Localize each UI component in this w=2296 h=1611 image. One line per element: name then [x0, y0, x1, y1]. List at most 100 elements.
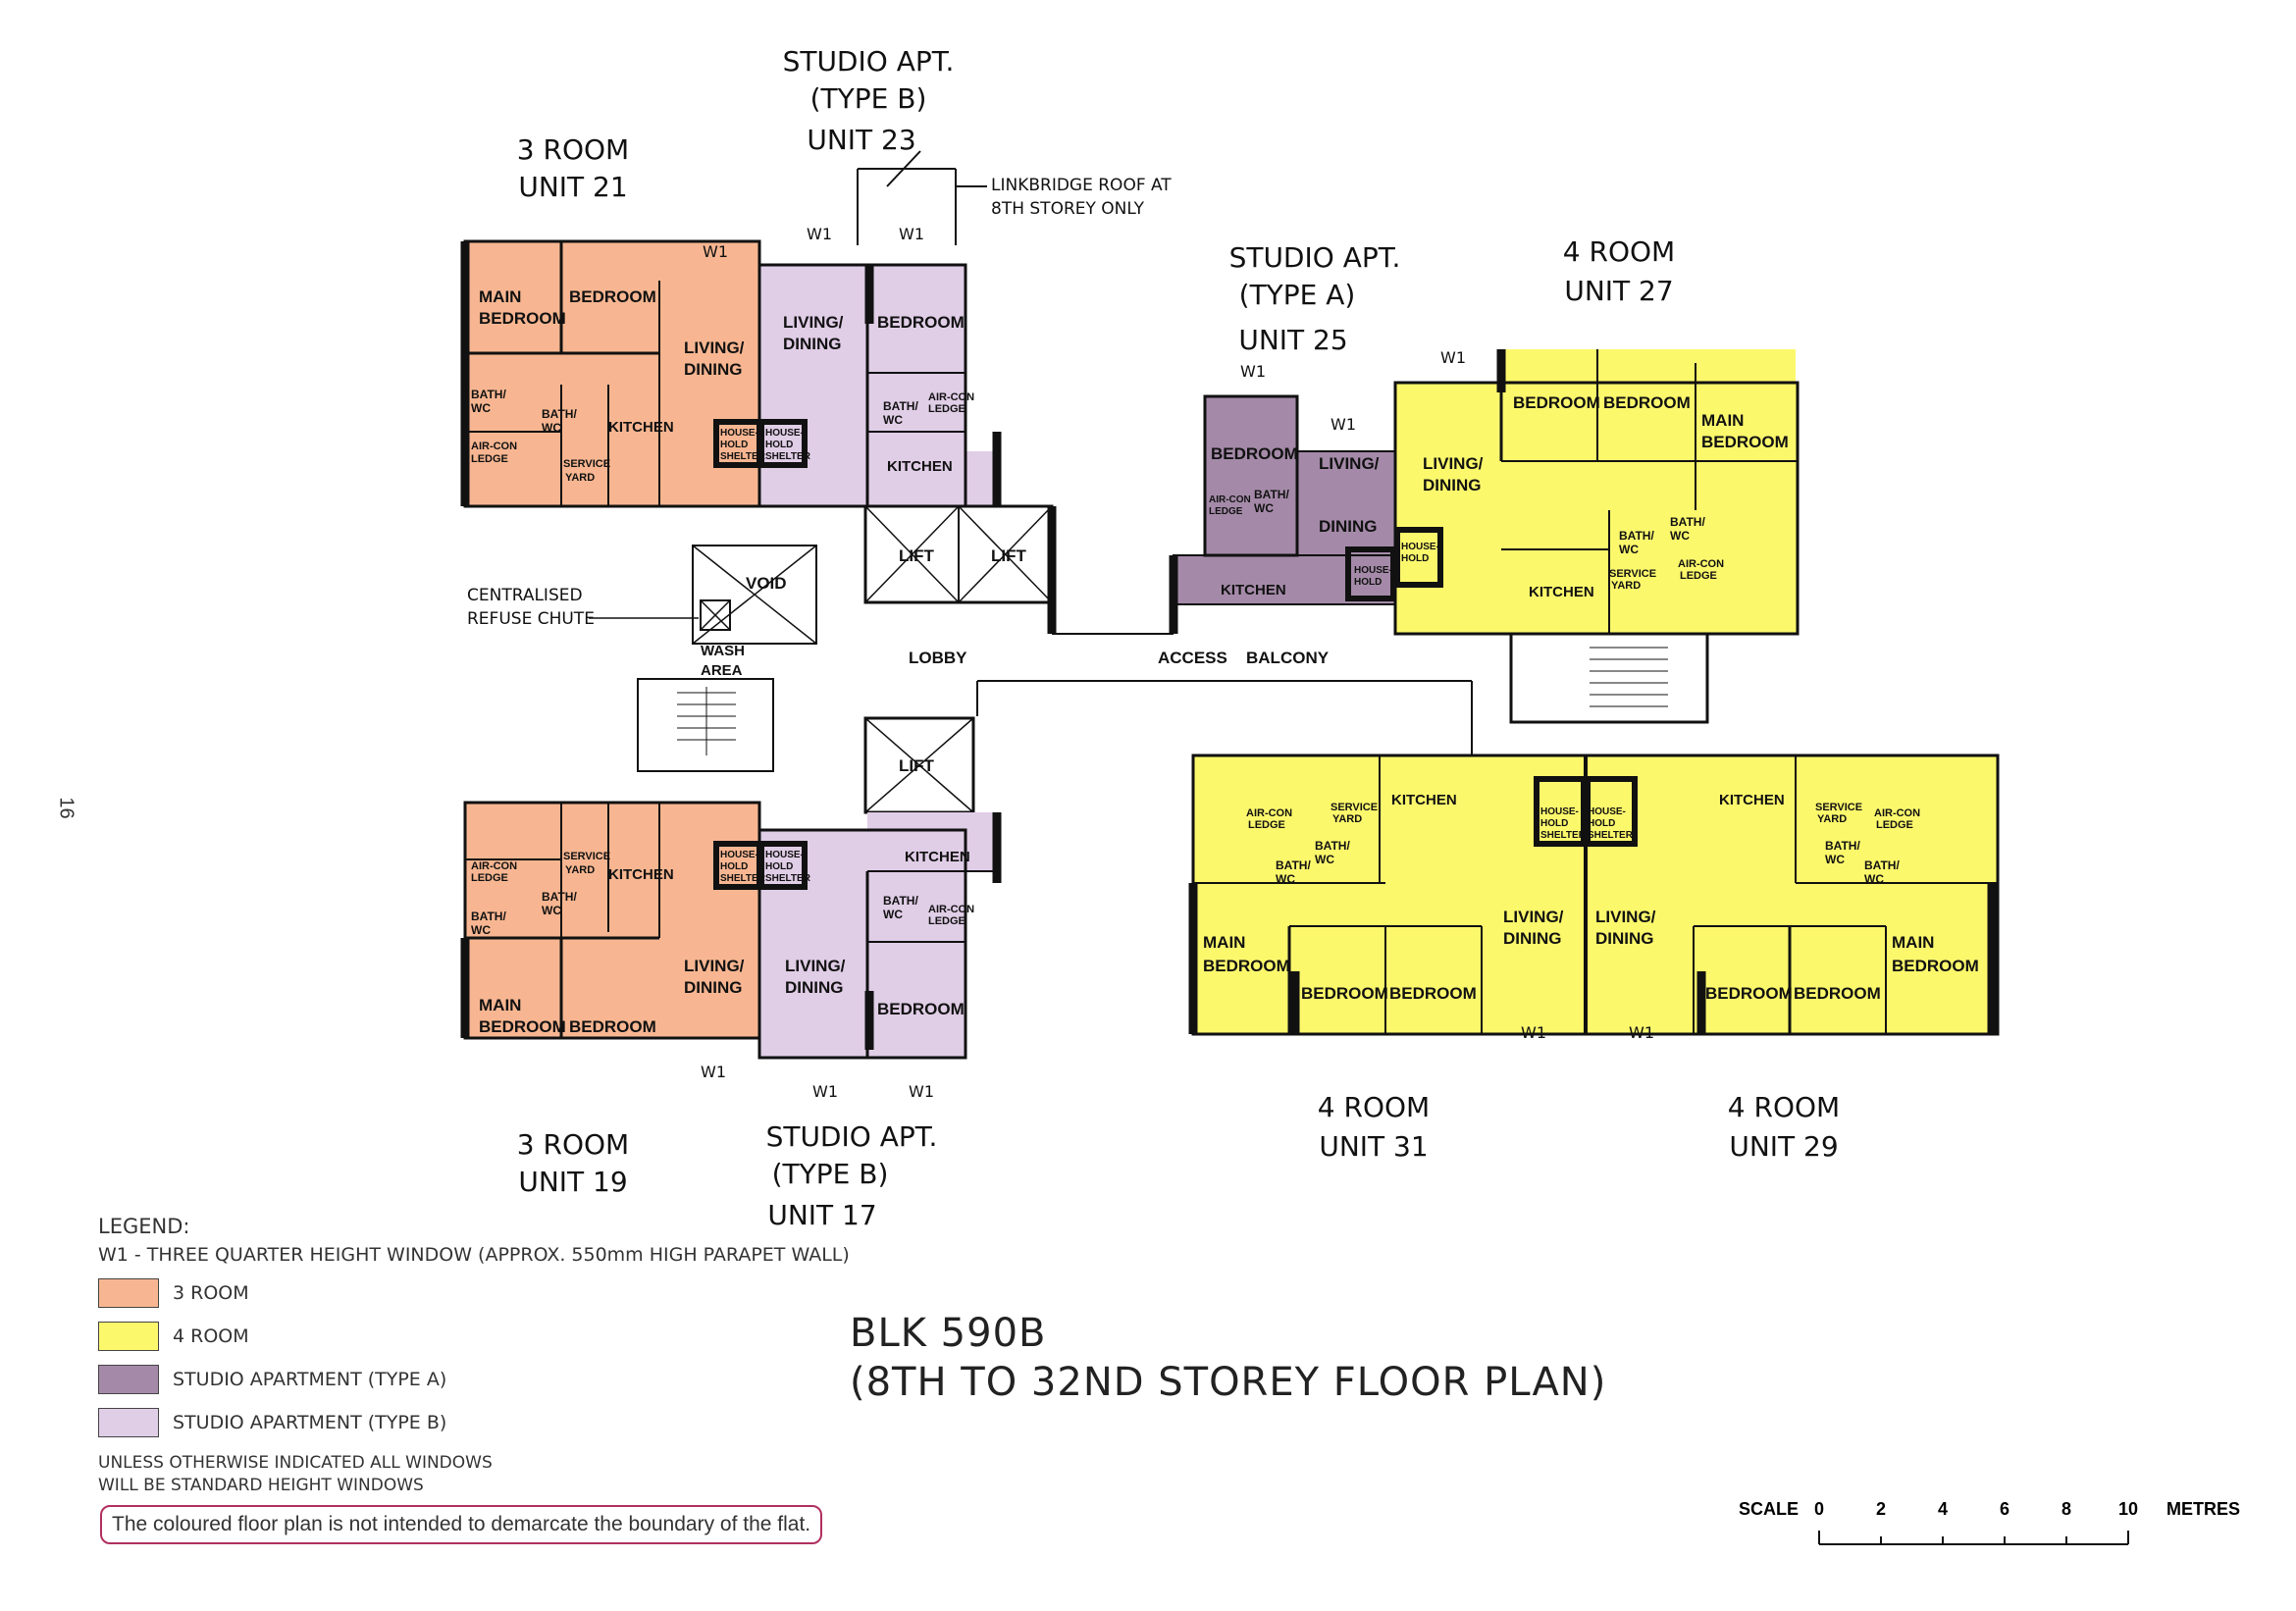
- unit-21-heading: 3 ROOM UNIT 21: [517, 133, 629, 203]
- plan-title: BLK 590B (8TH TO 32ND STOREY FLOOR PLAN): [850, 1309, 1606, 1407]
- svg-text:LIVING/: LIVING/: [1503, 908, 1564, 926]
- svg-text:STUDIO APT.: STUDIO APT.: [766, 1120, 938, 1153]
- unit-19-room-labels: MAIN BEDROOM BEDROOM LIVING/ DINING AIR-…: [471, 850, 766, 1081]
- svg-text:LEDGE: LEDGE: [471, 453, 508, 465]
- svg-text:UNIT 17: UNIT 17: [767, 1199, 876, 1231]
- svg-text:LEDGE: LEDGE: [1209, 506, 1243, 517]
- svg-text:BEDROOM: BEDROOM: [1705, 984, 1793, 1003]
- unit-25-room-labels: BEDROOM LIVING/ DINING BATH/ WC AIR-CON …: [1209, 362, 1392, 598]
- legend: LEGEND: W1 - THREE QUARTER HEIGHT WINDOW…: [98, 1215, 850, 1497]
- svg-text:KITCHEN: KITCHEN: [1391, 792, 1457, 808]
- disclaimer: The coloured floor plan is not intended …: [100, 1505, 823, 1544]
- svg-text:AIR-CON: AIR-CON: [471, 860, 517, 872]
- svg-text:HOLD: HOLD: [765, 861, 793, 872]
- svg-text:HOLD: HOLD: [1354, 577, 1382, 588]
- unit-17-room-labels: LIVING/ DINING BEDROOM KITCHEN BATH/ WC …: [765, 849, 974, 1101]
- svg-text:WC: WC: [1276, 872, 1295, 886]
- svg-text:W1: W1: [909, 1082, 934, 1101]
- svg-text:KITCHEN: KITCHEN: [1529, 584, 1594, 600]
- svg-text:HOLD: HOLD: [1540, 818, 1568, 829]
- unit-31-heading: 4 ROOM UNIT 31: [1318, 1091, 1430, 1163]
- scale-tick-10: 10: [2118, 1499, 2138, 1519]
- scale-tick-2: 2: [1876, 1499, 1886, 1519]
- svg-text:W1: W1: [1440, 348, 1466, 367]
- svg-text:BEDROOM: BEDROOM: [877, 313, 965, 332]
- scale-tick-8: 8: [2061, 1499, 2071, 1519]
- svg-text:4 ROOM: 4 ROOM: [1563, 235, 1675, 268]
- svg-text:AIR-CON: AIR-CON: [928, 904, 974, 915]
- svg-text:WC: WC: [1619, 543, 1639, 556]
- svg-text:KITCHEN: KITCHEN: [1221, 582, 1286, 598]
- svg-text:BEDROOM: BEDROOM: [1513, 393, 1600, 412]
- svg-text:WC: WC: [1825, 853, 1845, 866]
- svg-text:YARD: YARD: [565, 472, 595, 484]
- unit-23-heading: STUDIO APT. (TYPE B) UNIT 23: [783, 45, 955, 156]
- svg-text:BEDROOM: BEDROOM: [877, 1000, 965, 1018]
- svg-text:W1: W1: [807, 225, 832, 243]
- svg-text:LIVING/: LIVING/: [684, 957, 745, 975]
- svg-text:STUDIO APT.: STUDIO APT.: [1229, 241, 1401, 274]
- svg-text:LEDGE: LEDGE: [928, 403, 965, 415]
- svg-text:WC: WC: [883, 413, 903, 427]
- svg-text:UNIT 19: UNIT 19: [518, 1166, 627, 1198]
- svg-text:DINING: DINING: [1503, 929, 1562, 948]
- svg-text:BEDROOM: BEDROOM: [479, 309, 566, 328]
- svg-text:BATH/: BATH/: [1276, 858, 1311, 872]
- svg-text:W1: W1: [812, 1082, 838, 1101]
- svg-text:BEDROOM: BEDROOM: [1603, 393, 1691, 412]
- svg-text:BATH/: BATH/: [471, 388, 506, 401]
- svg-text:KITCHEN: KITCHEN: [608, 866, 674, 883]
- svg-text:BATH/: BATH/: [1864, 858, 1900, 872]
- svg-text:BATH/: BATH/: [883, 894, 918, 908]
- legend-swatch-studio-a: [98, 1365, 159, 1394]
- svg-text:HOUSE-: HOUSE-: [1401, 542, 1439, 552]
- svg-text:SERVICE: SERVICE: [1609, 568, 1656, 580]
- plan-title-line-2: (8TH TO 32ND STOREY FLOOR PLAN): [850, 1360, 1607, 1405]
- svg-text:SHELTER: SHELTER: [765, 451, 811, 462]
- svg-text:LEDGE: LEDGE: [1876, 819, 1913, 831]
- unit-21-room-labels: MAIN BEDROOM BEDROOM LIVING/ DINING BATH…: [471, 242, 766, 484]
- svg-text:SERVICE: SERVICE: [1815, 802, 1862, 813]
- svg-text:SERVICE: SERVICE: [563, 458, 610, 470]
- legend-label-4-room: 4 ROOM: [173, 1325, 249, 1347]
- svg-text:SERVICE: SERVICE: [1331, 802, 1378, 813]
- legend-note-line-1: UNLESS OTHERWISE INDICATED ALL WINDOWS: [98, 1453, 493, 1473]
- svg-text:UNIT 21: UNIT 21: [518, 171, 627, 203]
- legend-window-note: UNLESS OTHERWISE INDICATED ALL WINDOWS W…: [98, 1452, 850, 1497]
- svg-text:BALCONY: BALCONY: [1246, 649, 1330, 667]
- svg-text:WC: WC: [542, 904, 561, 917]
- svg-text:SHELTER: SHELTER: [765, 873, 811, 884]
- svg-text:CENTRALISED: CENTRALISED: [467, 586, 583, 605]
- unit-25-heading: STUDIO APT. (TYPE A) UNIT 25: [1229, 241, 1401, 356]
- svg-text:HOUSE-: HOUSE-: [720, 428, 758, 439]
- svg-text:BEDROOM: BEDROOM: [1203, 957, 1290, 975]
- svg-text:MAIN: MAIN: [1701, 411, 1744, 430]
- svg-text:WC: WC: [1254, 501, 1274, 515]
- svg-text:LINKBRIDGE ROOF AT: LINKBRIDGE ROOF AT: [991, 176, 1172, 195]
- svg-text:BEDROOM: BEDROOM: [1892, 957, 1979, 975]
- unit-29-heading: 4 ROOM UNIT 29: [1728, 1091, 1840, 1163]
- legend-item-studio-a: STUDIO APARTMENT (TYPE A): [98, 1358, 850, 1401]
- scale-bar: SCALE 0 2 4 6 8 10 METRES: [1739, 1499, 2240, 1545]
- svg-text:SHELTER: SHELTER: [720, 451, 766, 462]
- svg-text:AIR-CON: AIR-CON: [928, 391, 974, 403]
- unit-31-plan: [1188, 754, 1588, 1036]
- unit-17-plan: [757, 812, 1002, 1060]
- legend-heading: LEGEND:: [98, 1215, 190, 1238]
- svg-text:W1: W1: [703, 242, 728, 261]
- svg-text:DINING: DINING: [783, 335, 842, 353]
- core-labels: LIFT LIFT VOID WASH AREA LOBBY LIFT ACCE…: [701, 546, 1330, 775]
- svg-text:HOUSE-: HOUSE-: [720, 850, 758, 860]
- unit-27-room-labels: LIVING/ DINING BEDROOM BEDROOM MAIN BEDR…: [1401, 348, 1789, 600]
- svg-text:HOLD: HOLD: [720, 861, 748, 872]
- svg-text:WC: WC: [542, 421, 561, 435]
- unit-27-heading: 4 ROOM UNIT 27: [1563, 235, 1675, 307]
- unit-21-fill: [465, 241, 759, 506]
- unit-31-room-labels: MAIN BEDROOM BEDROOM BEDROOM LIVING/ DIN…: [1203, 792, 1587, 1042]
- svg-text:MAIN: MAIN: [1203, 933, 1245, 952]
- svg-text:HOUSE-: HOUSE-: [765, 428, 804, 439]
- svg-text:LEDGE: LEDGE: [1248, 819, 1285, 831]
- svg-text:BEDROOM: BEDROOM: [1794, 984, 1881, 1003]
- svg-text:BATH/: BATH/: [542, 890, 577, 904]
- legend-item-4-room: 4 ROOM: [98, 1315, 850, 1358]
